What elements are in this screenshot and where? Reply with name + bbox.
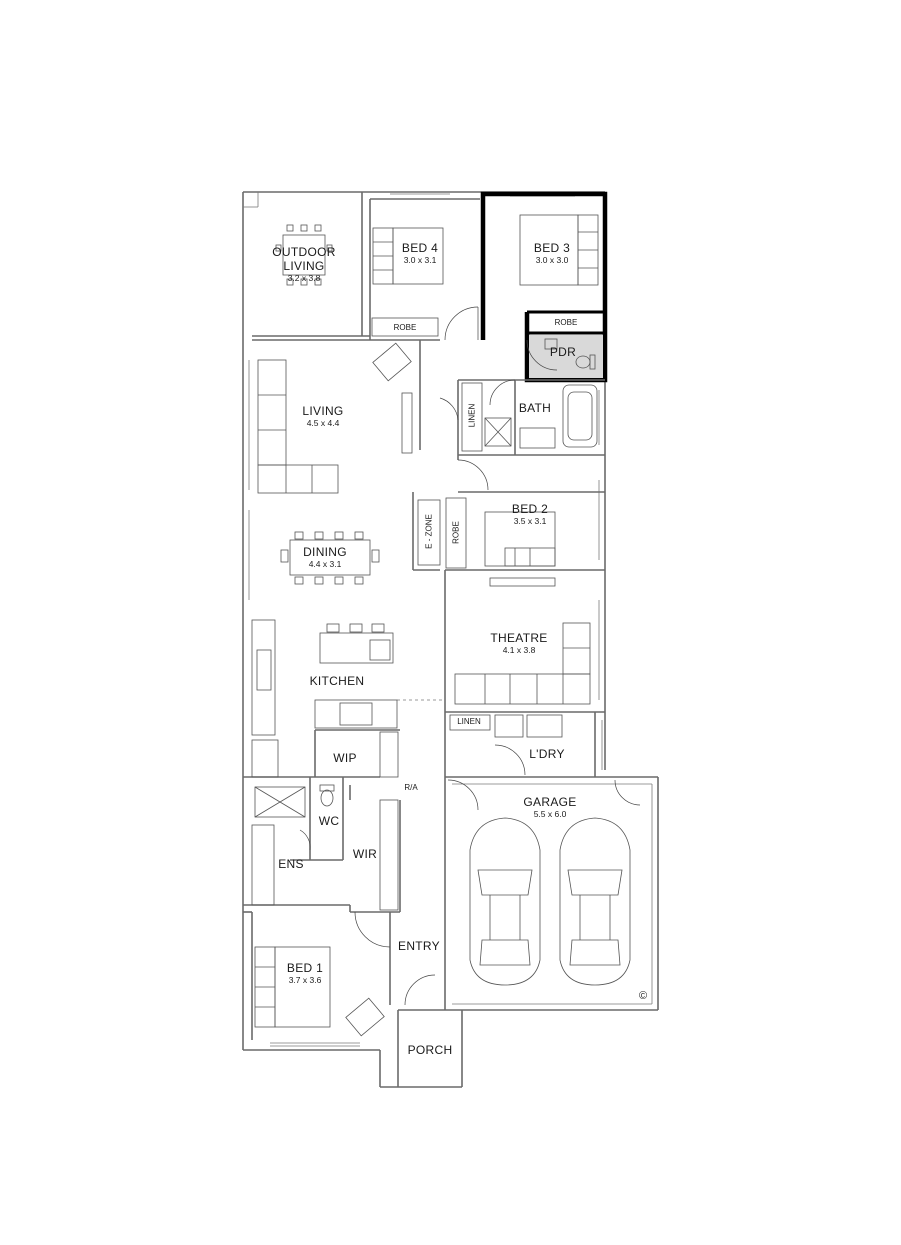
room-name: GARAGE: [523, 795, 577, 809]
room-name: BED 1: [286, 961, 324, 975]
fixture-label-linen-bath: LINEN: [467, 403, 477, 428]
room-label-wir: WIR: [352, 847, 378, 861]
interior-walls: [243, 339, 605, 1040]
room-dims: 3.7 x 3.6: [288, 974, 322, 985]
fixture-label-pdr: PDR: [549, 345, 577, 359]
furniture: [251, 214, 599, 1037]
room-label-living: LIVING 4.5 x 4.4: [293, 404, 353, 429]
room-name: BED 3: [533, 241, 571, 255]
room-name: BATH: [518, 401, 552, 415]
room-name: OUTDOOR LIVING: [272, 245, 336, 273]
room-label-garage: GARAGE 5.5 x 6.0: [510, 795, 590, 820]
room-dims: 4.1 x 3.8: [502, 644, 536, 655]
room-dims: 4.4 x 3.1: [308, 558, 342, 569]
exterior-walls: [242, 191, 659, 1088]
room-label-bed1: BED 1 3.7 x 3.6: [280, 961, 330, 986]
room-label-bed3: BED 3 3.0 x 3.0: [522, 241, 582, 266]
copyright-mark: ©: [638, 990, 648, 1002]
room-dims: 3.0 x 3.0: [535, 254, 569, 265]
room-label-theatre: THEATRE 4.1 x 3.8: [484, 631, 554, 656]
room-name: LIVING: [302, 404, 344, 418]
fixture-label-linen-laundry: LINEN: [457, 717, 481, 726]
room-dims: 3.5 x 3.1: [513, 515, 547, 526]
room-label-outdoor-living: OUTDOOR LIVING 3.2 x 3.8: [262, 245, 346, 283]
room-label-wc: WC: [318, 814, 340, 828]
door-swings: [299, 306, 641, 1006]
room-dims: 3.2 x 3.8: [287, 272, 321, 283]
room-dims: 4.5 x 4.4: [306, 417, 340, 428]
room-name: BED 2: [511, 502, 549, 516]
fixture-label-robe-bed2: ROBE: [451, 521, 461, 544]
bed3-highlight-walls: [480, 191, 608, 383]
fixture-label-ezone: E - ZONE: [424, 514, 434, 549]
room-label-laundry: L'DRY: [529, 747, 565, 761]
garage-cars: [469, 817, 631, 986]
room-name: DINING: [303, 545, 347, 559]
room-name: BED 4: [401, 241, 439, 255]
room-label-bed2: BED 2 3.5 x 3.1: [500, 502, 560, 527]
room-dims: 3.0 x 3.1: [403, 254, 437, 265]
room-name: THEATRE: [490, 631, 548, 645]
room-label-porch: PORCH: [407, 1043, 453, 1057]
fixture-label-robe-bed3: ROBE: [554, 318, 578, 327]
room-dims: 5.5 x 6.0: [533, 808, 567, 819]
room-label-dining: DINING 4.4 x 3.1: [295, 545, 355, 570]
room-label-kitchen: KITCHEN: [309, 674, 365, 688]
room-label-bed4: BED 4 3.0 x 3.1: [390, 241, 450, 266]
room-label-bath: BATH: [515, 401, 555, 416]
room-label-wip: WIP: [333, 751, 357, 765]
room-label-entry: ENTRY: [398, 939, 440, 953]
fixture-label-robe-bed4: ROBE: [393, 323, 417, 332]
fixture-label-return-air: R/A: [404, 783, 418, 792]
room-label-ensuite: ENS: [278, 857, 304, 871]
